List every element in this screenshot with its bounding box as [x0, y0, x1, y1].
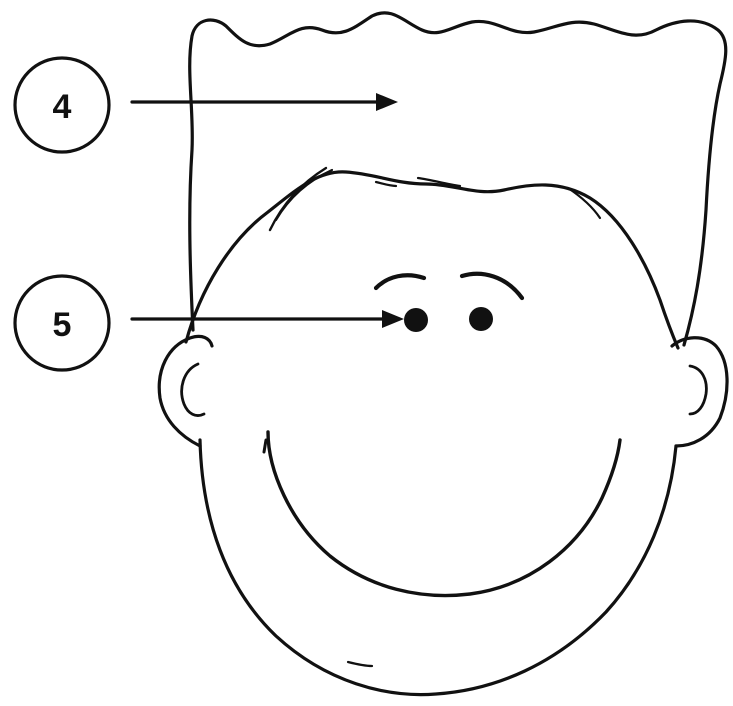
smile-end-left [264, 440, 266, 452]
hair-sketch-top-2 [376, 182, 396, 186]
callout-label-4: 4 [53, 88, 72, 126]
chin-mark [348, 662, 372, 666]
arrow-5-head [382, 310, 404, 328]
right-ear-inner [690, 366, 706, 414]
left-eyebrow [376, 275, 424, 288]
smile [268, 432, 620, 595]
left-eye [404, 308, 428, 332]
hairline [186, 172, 678, 348]
hair-outline [190, 13, 726, 345]
left-ear [159, 336, 212, 446]
right-eye [469, 307, 493, 331]
face-outline [200, 440, 676, 695]
right-eyebrow [462, 274, 522, 298]
callout-label-5: 5 [53, 306, 72, 344]
arrow-4-head [376, 93, 398, 111]
hair-sketch-left-2 [276, 170, 332, 220]
right-ear [672, 338, 727, 446]
left-ear-inner [182, 364, 204, 416]
